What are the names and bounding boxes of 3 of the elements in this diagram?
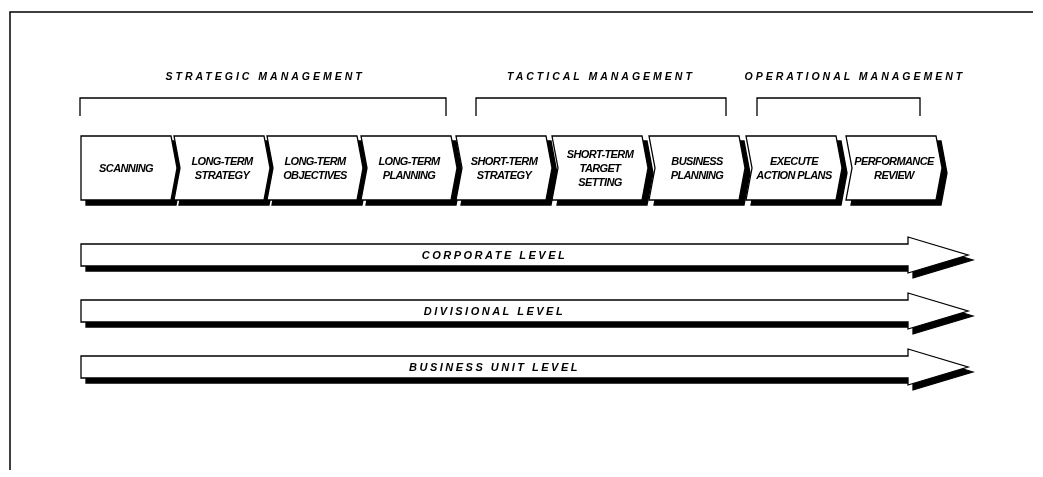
phase-heading: OPERATIONAL MANAGEMENT xyxy=(744,70,966,82)
phase-heading: STRATEGIC MANAGEMENT xyxy=(165,70,365,82)
phase-heading: TACTICAL MANAGEMENT xyxy=(507,70,695,82)
